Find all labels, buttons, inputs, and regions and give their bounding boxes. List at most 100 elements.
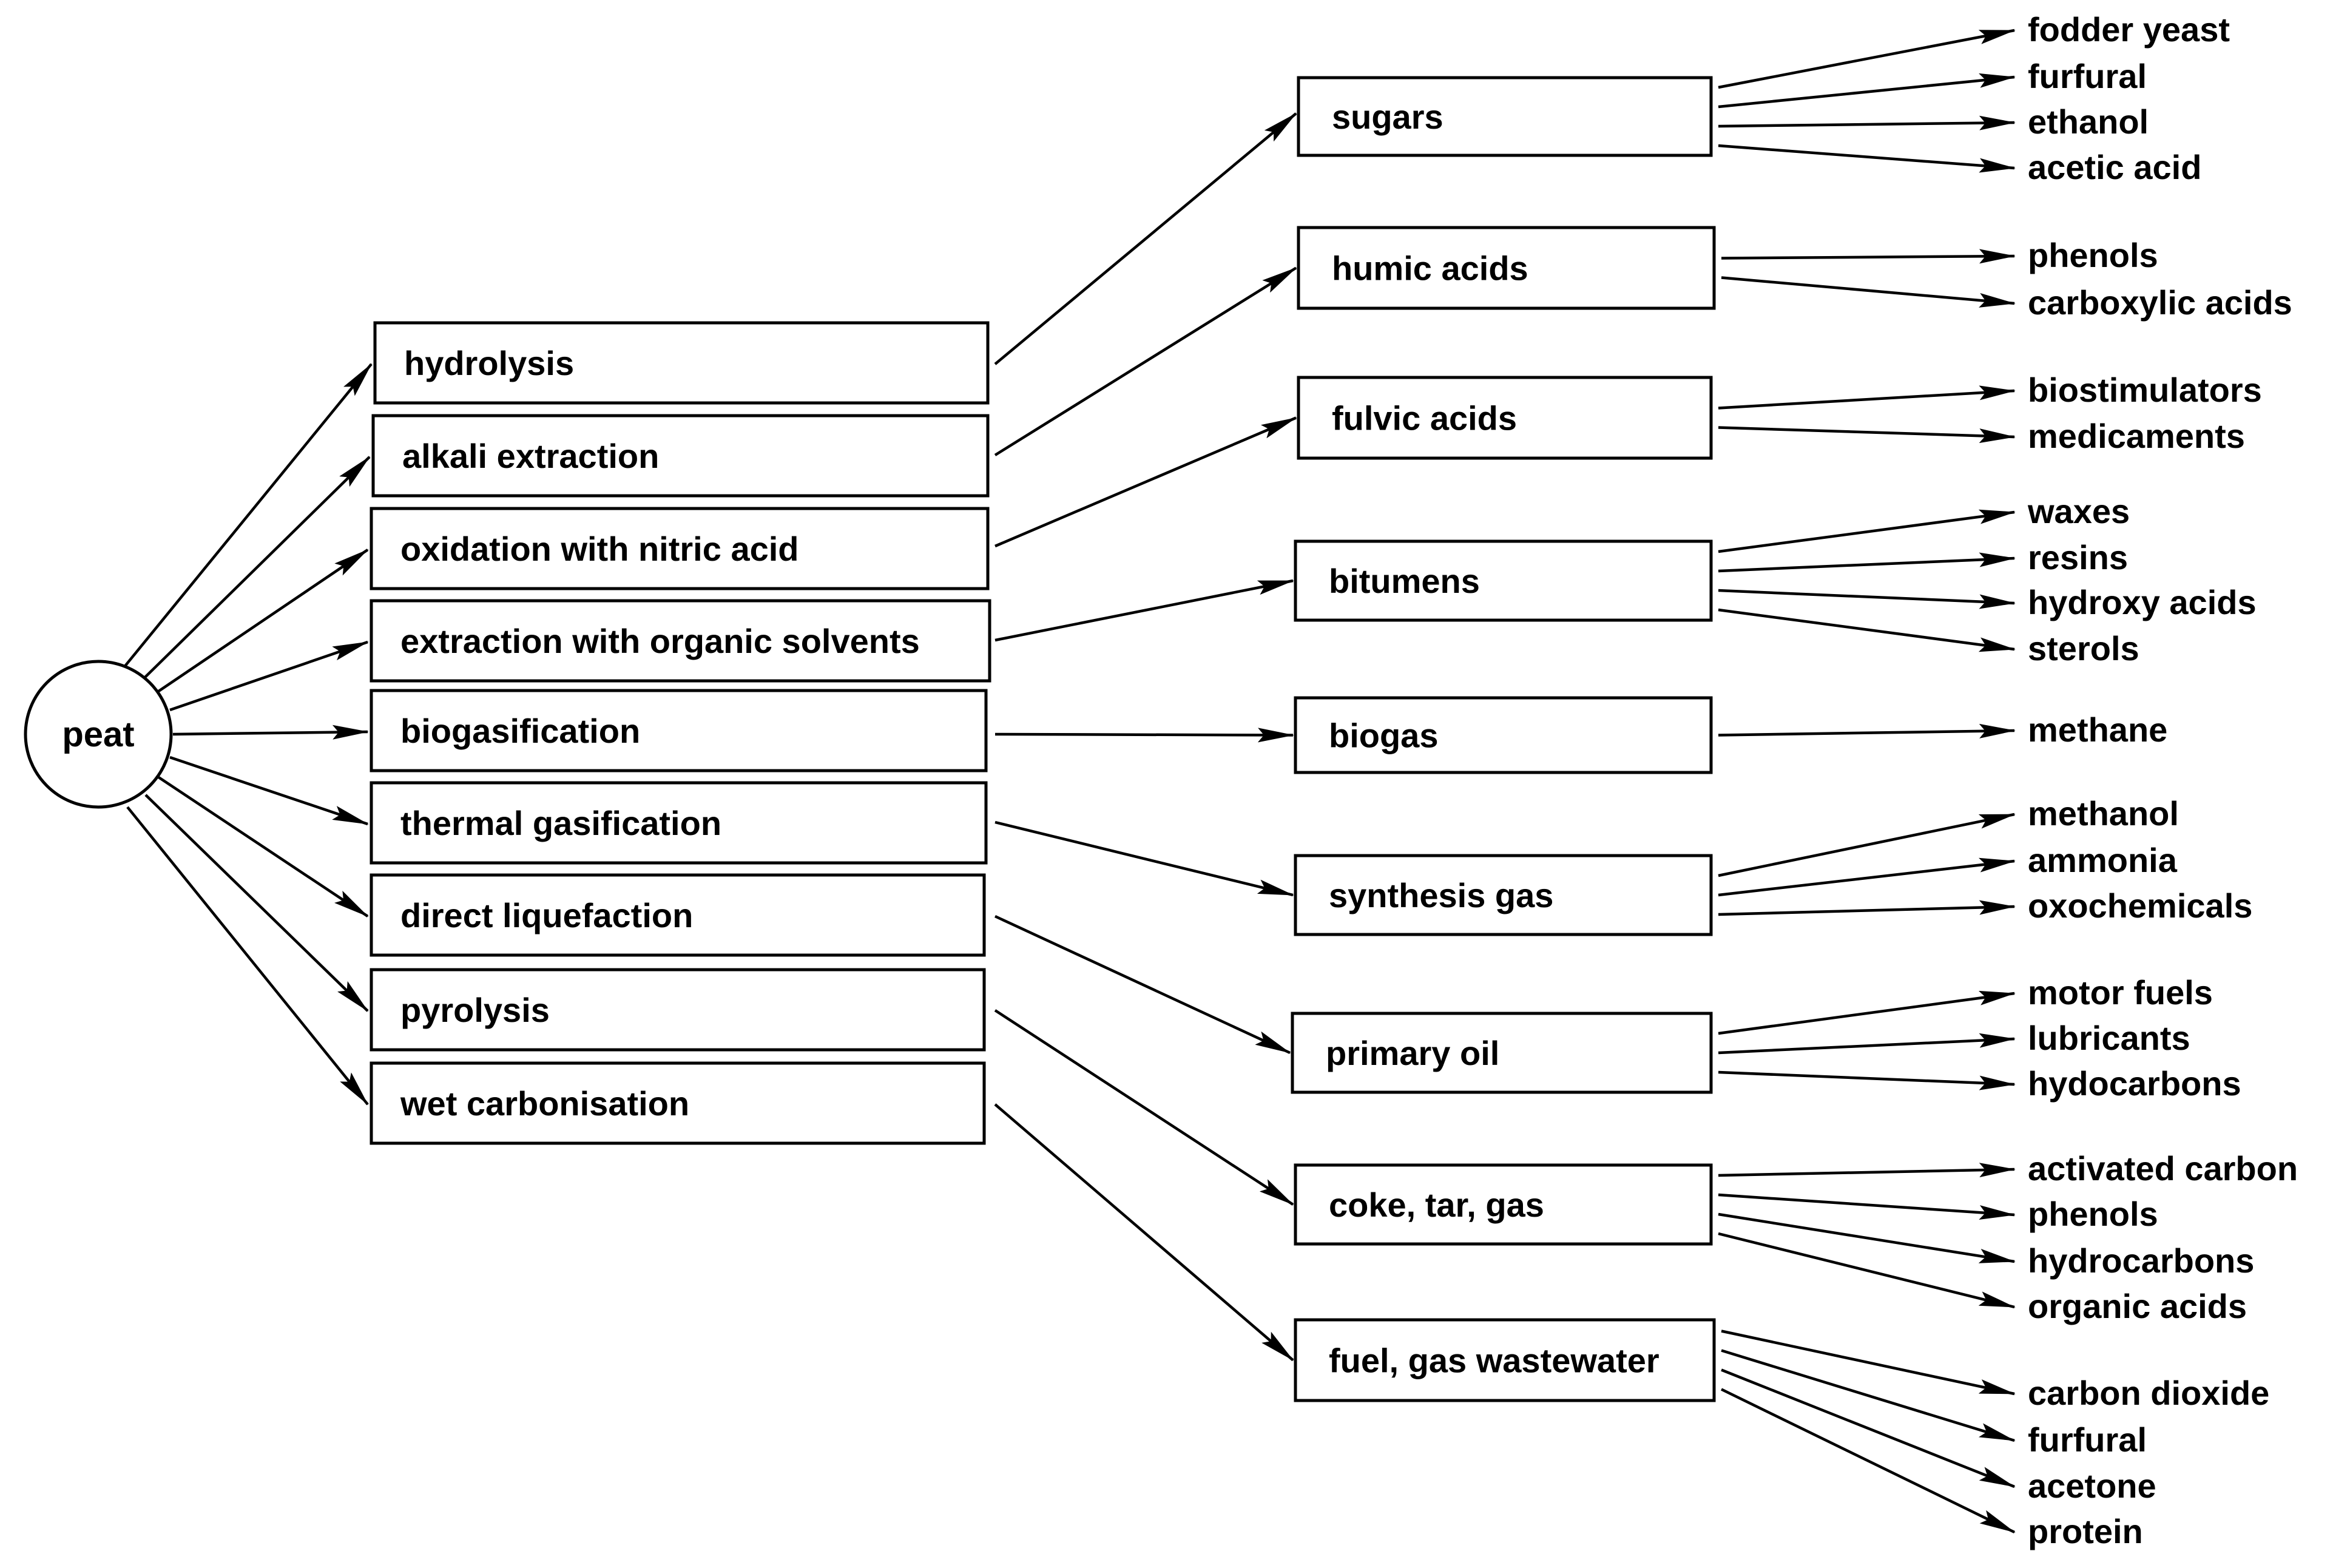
intermediate-label-bitumens: bitumens (1329, 562, 1480, 600)
edge-fulvic-acids-to-medicaments (1718, 426, 2016, 444)
edge-process-7-to-primary-oil (994, 914, 1291, 1055)
intermediate-box-fulvic-acids (1297, 376, 1713, 460)
edge-process-3-to-fulvic-acids (994, 416, 1297, 548)
product-phenols: phenols (2028, 236, 2158, 274)
edge-primary-oil-to-lubricants (1718, 1033, 2016, 1055)
process-box-extraction-with-organic-solvents (370, 599, 991, 683)
edge-process-8-to-coke-tar-gas (994, 1009, 1294, 1206)
edge-coke-tar-gas-to-activated-carbon (1718, 1163, 2016, 1178)
edge-process-6-to-synthesis-gas (994, 820, 1294, 897)
edge-primary-oil-to-motor-fuels (1718, 990, 2016, 1035)
intermediate-label-synthesis-gas: synthesis gas (1329, 876, 1553, 914)
edge-synthesis-gas-to-ammonia (1718, 857, 2016, 897)
product-furfural: furfural (2028, 1421, 2147, 1459)
process-box-oxidation-with-nitric-acid (370, 507, 990, 590)
edge-process-1-to-sugars (994, 112, 1297, 365)
process-label-extraction-with-organic-solvents: extraction with organic solvents (400, 622, 920, 660)
process-label-oxidation-with-nitric-acid: oxidation with nitric acid (400, 530, 799, 568)
product-waxes: waxes (2027, 492, 2130, 530)
edges-layer (120, 29, 2016, 1534)
product-hydrocarbons: hydrocarbons (2028, 1242, 2254, 1280)
edge-coke-tar-gas-to-hydrocarbons (1718, 1212, 2016, 1263)
process-label-thermal-gasification: thermal gasification (400, 804, 721, 842)
intermediate-box-humic-acids (1297, 226, 1716, 310)
peat-node (24, 660, 173, 809)
process-box-biogasification (370, 689, 988, 772)
edge-fuel-gas-wastewater-to-protein (1721, 1388, 2016, 1534)
intermediate-label-fuel-gas-wastewater: fuel, gas wastewater (1329, 1342, 1660, 1380)
product-motor-fuels: motor fuels (2028, 973, 2213, 1012)
process-label-direct-liquefaction: direct liquefaction (400, 896, 693, 934)
product-hydocarbons: hydocarbons (2028, 1064, 2241, 1103)
edge-sugars-to-furfural (1718, 73, 2016, 109)
intermediate-label-fulvic-acids: fulvic acids (1332, 399, 1517, 438)
edge-synthesis-gas-to-oxochemicals (1718, 900, 2016, 916)
edge-peat-to-oxidation-with-nitric-acid (157, 549, 369, 693)
edge-peat-to-direct-liquefaction (157, 776, 369, 917)
intermediate-box-fuel-gas-wastewater (1294, 1318, 1716, 1402)
product-lubricants: lubricants (2028, 1019, 2190, 1057)
process-box-pyrolysis (370, 968, 986, 1052)
edge-humic-acids-to-carboxylic-acids (1721, 276, 2016, 308)
product-hydroxy-acids: hydroxy acids (2028, 583, 2257, 621)
process-label-biogasification: biogasification (400, 712, 640, 750)
intermediate-box-coke-tar-gas (1294, 1163, 1713, 1246)
edge-process-2-to-humic-acids (994, 266, 1297, 456)
edge-bitumens-to-waxes (1718, 509, 2016, 553)
edge-bitumens-to-sterols (1718, 608, 2016, 652)
process-box-hydrolysis (373, 321, 990, 405)
peat-label: peat (62, 715, 134, 754)
product-carbon-dioxide: carbon dioxide (2028, 1374, 2269, 1412)
process-label-alkali-extraction: alkali extraction (402, 437, 659, 475)
product-organic-acids: organic acids (2028, 1287, 2247, 1325)
edge-peat-to-biogasification (172, 725, 369, 740)
product-methane: methane (2028, 711, 2167, 749)
product-ethanol: ethanol (2028, 103, 2149, 141)
process-box-alkali-extraction (371, 414, 990, 498)
product-medicaments: medicaments (2028, 417, 2245, 455)
edge-process-4-to-bitumens (994, 579, 1294, 642)
process-box-direct-liquefaction (370, 873, 986, 957)
product-carboxylic-acids: carboxylic acids (2028, 283, 2292, 322)
product-furfural: furfural (2028, 57, 2147, 95)
edge-fuel-gas-wastewater-to-acetone (1721, 1368, 2016, 1489)
product-acetic-acid: acetic acid (2028, 148, 2201, 186)
edge-peat-to-wet-carbonisation (126, 806, 369, 1106)
product-phenols: phenols (2028, 1195, 2158, 1233)
product-resins: resins (2028, 538, 2128, 576)
edge-fuel-gas-wastewater-to-carbon-dioxide (1721, 1330, 2016, 1396)
product-activated-carbon: activated carbon (2028, 1149, 2298, 1188)
edge-fulvic-acids-to-biostimulators (1718, 385, 2016, 410)
edge-peat-to-thermal-gasification (169, 755, 369, 826)
edge-synthesis-gas-to-methanol (1718, 813, 2016, 877)
intermediate-box-sugars (1297, 76, 1713, 157)
edge-fuel-gas-wastewater-to-furfural (1721, 1349, 2016, 1442)
product-biostimulators: biostimulators (2028, 371, 2262, 409)
intermediate-box-synthesis-gas (1294, 854, 1713, 936)
intermediate-box-bitumens (1294, 539, 1713, 622)
intermediate-box-biogas (1294, 696, 1713, 774)
process-box-thermal-gasification (370, 781, 988, 865)
edge-bitumens-to-hydroxy-acids (1718, 589, 2016, 609)
intermediate-label-sugars: sugars (1332, 98, 1443, 136)
edge-sugars-to-fodder-yeast (1718, 29, 2016, 89)
product-oxochemicals: oxochemicals (2028, 887, 2252, 925)
edge-sugars-to-ethanol (1718, 115, 2016, 130)
edge-peat-to-extraction-with-organic-solvents (169, 640, 369, 712)
intermediate-label-coke-tar-gas: coke, tar, gas (1329, 1186, 1544, 1224)
edge-peat-to-alkali-extraction (141, 456, 371, 681)
edge-coke-tar-gas-to-phenols (1718, 1193, 2016, 1220)
edge-bitumens-to-resins (1718, 552, 2016, 573)
product-sterols: sterols (2028, 629, 2139, 667)
process-box-wet-carbonisation (370, 1061, 986, 1145)
product-acetone: acetone (2028, 1467, 2156, 1505)
process-label-wet-carbonisation: wet carbonisation (400, 1084, 689, 1123)
edge-sugars-to-acetic-acid (1718, 144, 2016, 173)
product-protein: protein (2028, 1512, 2143, 1550)
edge-biogas-to-methane (1718, 723, 2016, 738)
intermediate-box-primary-oil (1291, 1012, 1713, 1094)
process-label-pyrolysis: pyrolysis (400, 991, 550, 1029)
edge-process-9-to-fuel-gas-wastewater (994, 1103, 1294, 1362)
